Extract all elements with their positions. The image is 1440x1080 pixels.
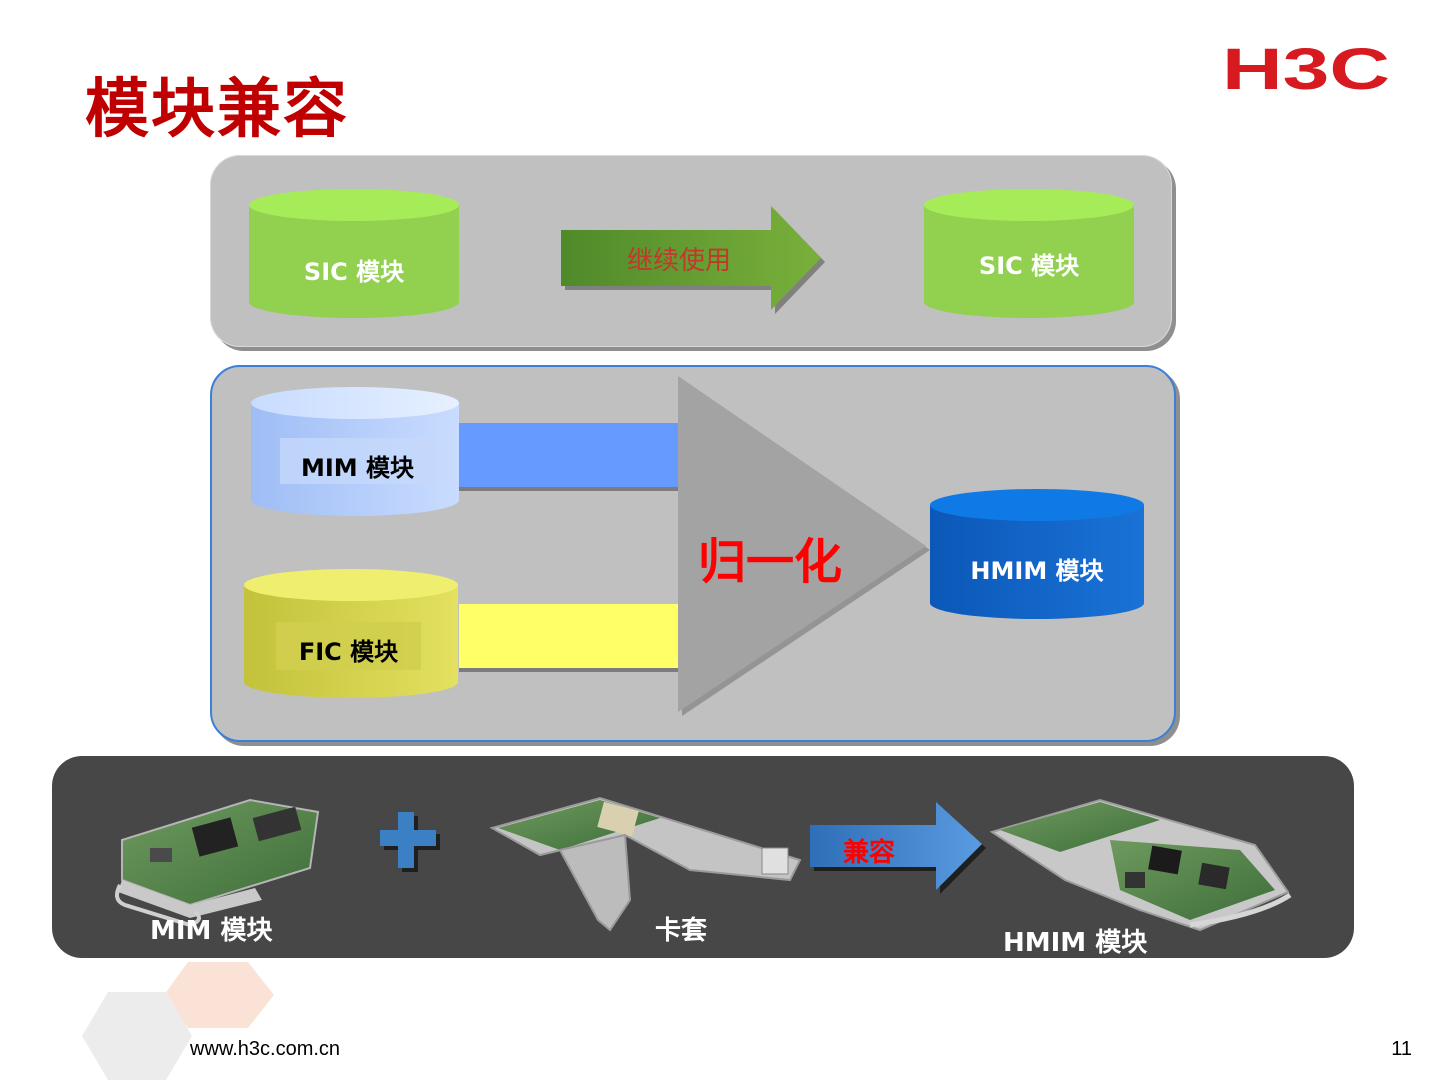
plus-icon <box>380 812 440 872</box>
footer-url[interactable]: www.h3c.com.cn <box>190 1038 340 1061</box>
page-number: 11 <box>1391 1038 1412 1061</box>
adapter-card-image <box>492 798 800 930</box>
hw-hmim-label: HMIM 模块 <box>1003 922 1147 959</box>
compatible-label: 兼容 <box>843 832 895 869</box>
hw-adapter-label: 卡套 <box>655 910 707 947</box>
hmim-card-image <box>992 800 1290 930</box>
hw-mim-label: MIM 模块 <box>150 910 272 947</box>
mim-card-image <box>117 800 318 925</box>
